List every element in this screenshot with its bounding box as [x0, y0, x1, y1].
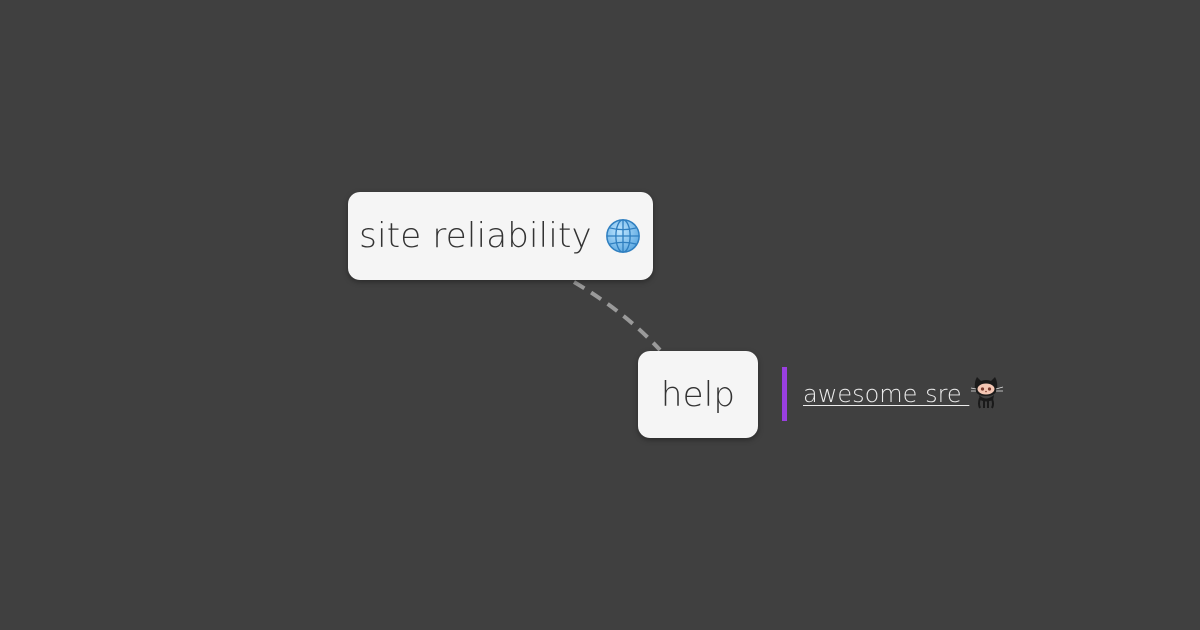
help-node[interactable]: help — [638, 351, 758, 438]
accent-bar — [782, 367, 787, 421]
root-node[interactable]: site reliability — [348, 192, 653, 280]
root-node-label: site reliability — [359, 216, 592, 256]
help-node-label: help — [660, 374, 736, 415]
link-annotation: awesome sre — [782, 367, 1007, 421]
awesome-sre-link[interactable]: awesome sre — [803, 380, 970, 408]
globe-icon — [605, 219, 640, 253]
octocat-icon — [971, 377, 1004, 409]
